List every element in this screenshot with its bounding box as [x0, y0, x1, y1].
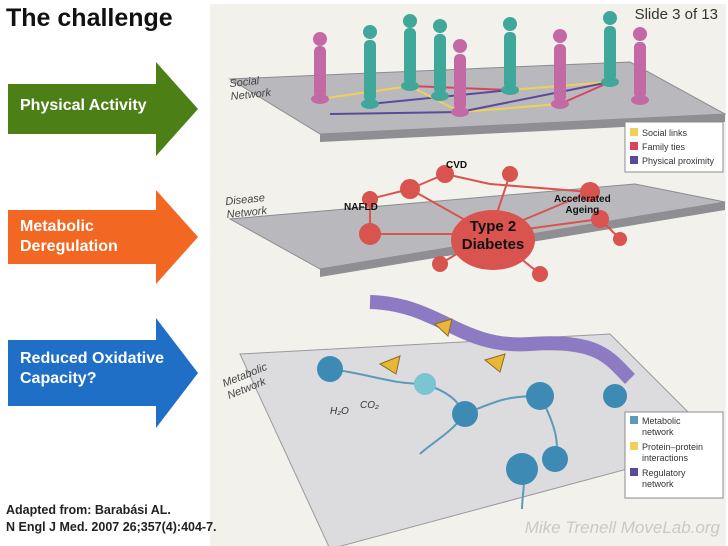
regulatory-tube: [369, 295, 635, 384]
legend-swatch: [630, 142, 638, 150]
legend-swatch: [630, 468, 638, 476]
arrow-label: Physical Activity: [20, 97, 147, 114]
slide-number: Slide 3 of 13: [634, 6, 718, 23]
legend-swatch: [630, 128, 638, 136]
people-figures: [311, 11, 649, 117]
disease-nodes: [359, 165, 627, 282]
nafld-label: NAFLD: [344, 202, 378, 213]
watermark: Mike Trenell MoveLab.org: [524, 518, 720, 537]
legend-swatch: [630, 416, 638, 424]
protein-triangles: [378, 318, 506, 375]
citation: Adapted from: Barabási AL. N Engl J Med.…: [6, 503, 217, 534]
metabolic-legend: [624, 411, 724, 499]
physical-activity-arrow: Physical Activity: [8, 62, 198, 156]
cvd-label: CVD: [446, 160, 468, 171]
arrow-shape: [8, 62, 198, 156]
slide-title: The challenge: [6, 4, 173, 32]
social-legend-items: Social links Family ties Physical proxim…: [630, 126, 714, 168]
legend-swatch: [630, 442, 638, 450]
legend-swatch: [630, 156, 638, 164]
h2o-label: H₂O: [330, 406, 349, 417]
social-legend: [624, 121, 724, 173]
metabolic-nodes: [317, 356, 627, 485]
arrow-shape: [8, 190, 198, 284]
co2-label: CO₂: [360, 400, 379, 411]
network-illustration: [228, 11, 726, 546]
arrow-shape: [8, 318, 198, 428]
